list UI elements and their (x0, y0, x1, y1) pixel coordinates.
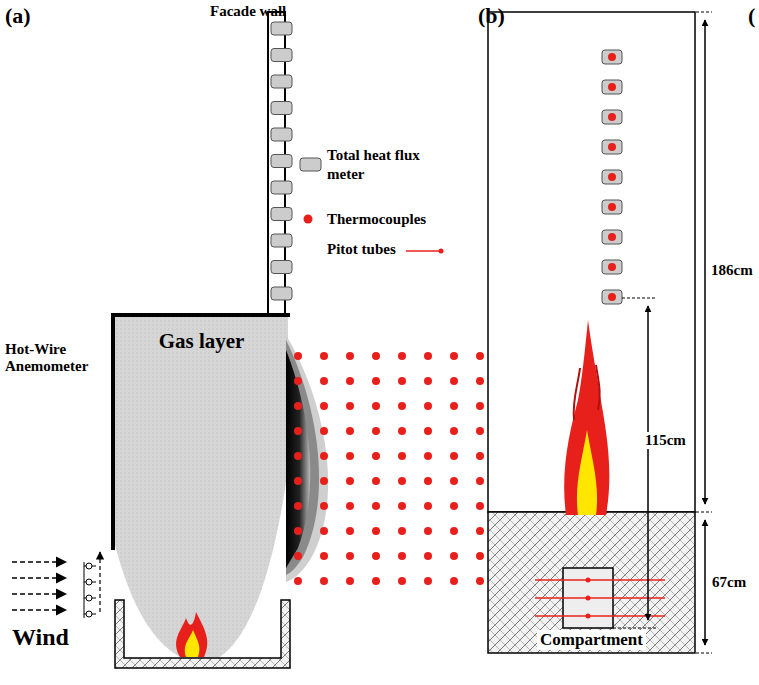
compartment-front (488, 512, 695, 653)
sensor-column (602, 50, 622, 304)
legend-entry: Thermocouples (327, 210, 426, 229)
pitot-tips (586, 578, 591, 619)
legend-text: Thermocouples (327, 210, 426, 229)
dimension: 186cm (711, 262, 753, 279)
plume-halo (286, 335, 328, 582)
panel-label: ( (748, 3, 755, 28)
compartment-outline (113, 315, 290, 550)
legend-icon (406, 247, 446, 255)
flame-tongues (574, 365, 600, 420)
flame-core (577, 430, 597, 515)
gas-layer (115, 317, 288, 664)
legend-entry: Total heat flux meter (327, 146, 445, 184)
legend-icon (300, 158, 322, 172)
legend-text: Total heat flux meter (327, 146, 445, 184)
dimension: 67cm (712, 574, 746, 591)
fire-core (185, 630, 200, 657)
thermocouple-grid (294, 352, 484, 585)
heat-flux-meters (271, 22, 292, 300)
flame (564, 320, 609, 515)
pool-fire (176, 612, 207, 657)
facade-wall: Facade wall (268, 12, 285, 315)
legend-icon (303, 214, 313, 224)
pitot-tubes (535, 580, 665, 616)
node-label: Gas layer (159, 329, 245, 353)
legend-text: Pitot tubes (327, 240, 396, 259)
ejected-flame (286, 350, 310, 568)
compartment-front: Compartment (488, 512, 695, 653)
fuel-tray (115, 600, 290, 668)
legend-entry: Pitot tubes (327, 240, 396, 259)
panel-label: (b) (478, 3, 505, 28)
plume-mid (286, 340, 319, 575)
panel-label: (a) (5, 3, 31, 28)
dimension: 115cm (644, 432, 687, 449)
wind-label: Wind (12, 624, 69, 652)
node-label: Facade wall (210, 3, 286, 20)
compartment: Gas layer (113, 315, 290, 667)
dimension-lines (613, 12, 712, 653)
wind-arrows (12, 562, 66, 610)
hot-wire-anemometer (84, 552, 100, 618)
node-label: Compartment (537, 630, 646, 650)
instrument-label: Hot-Wire Anemometer (5, 341, 117, 376)
